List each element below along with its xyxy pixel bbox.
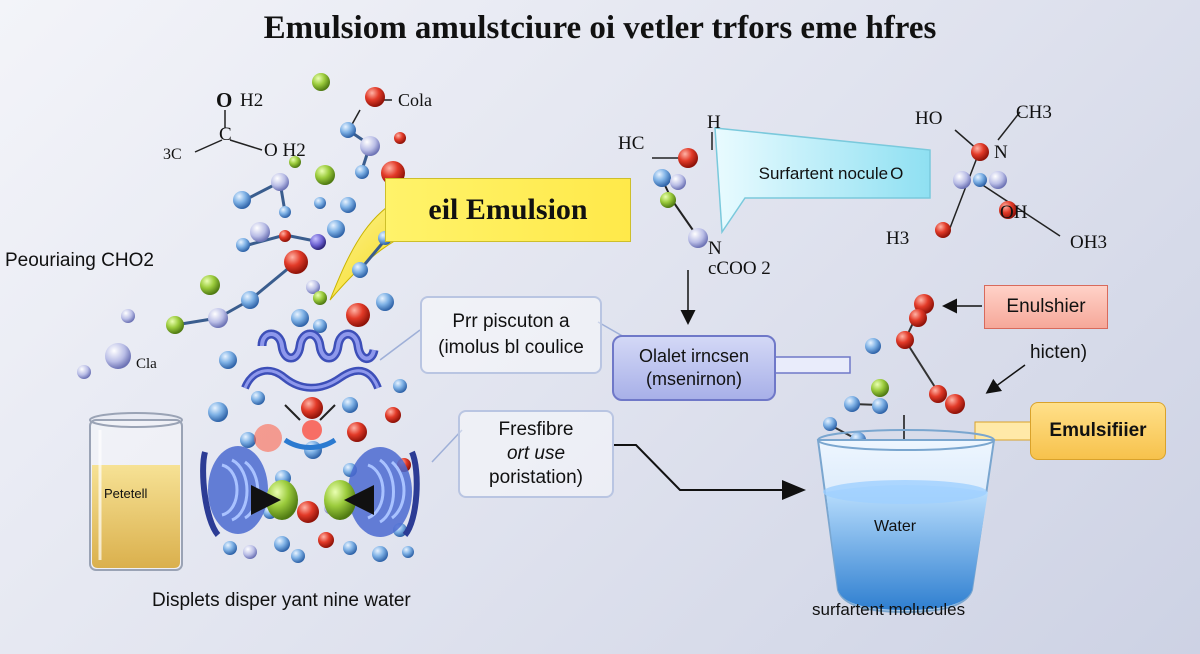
arrow-to-water xyxy=(612,444,790,491)
protein-structure xyxy=(200,329,420,537)
orange-connector xyxy=(974,421,1035,441)
water-label: Water xyxy=(874,518,917,535)
surfactant-molecule-label: Surfartent nocule O xyxy=(738,150,924,198)
mid-molecule xyxy=(652,132,713,325)
formula-cola: Cola xyxy=(398,90,432,110)
note-box-1-line1: Prr piscuton a xyxy=(452,311,570,332)
note-box-2-line3: poristation) xyxy=(489,467,583,488)
note-box-1-line2: (imolus bl coulice xyxy=(438,337,584,358)
right-molecule xyxy=(935,111,1061,238)
pill-connector xyxy=(769,356,851,374)
hicten-label: hicten) xyxy=(1030,342,1088,363)
cla-label: Cla xyxy=(136,356,157,372)
pill-box: Olalet irncsen (msenirnon) xyxy=(612,335,776,401)
side-label: Peouriaing CHO2 xyxy=(5,250,154,271)
surfactant-callout xyxy=(714,127,931,235)
note-box-1: Prr piscuton a (imolus bl coulice xyxy=(420,296,602,374)
arrow-hicten xyxy=(985,364,1026,394)
note-box-2: Fresfibre ort use poristation) xyxy=(458,410,614,498)
bottom-left-caption: Displets disper yant nine water xyxy=(152,590,411,611)
right-formula-ho: HO xyxy=(915,108,943,129)
formula-o: O xyxy=(216,88,233,112)
water-bowl xyxy=(816,429,996,614)
beaker xyxy=(89,412,183,571)
emulsifier-red-box: Enulshier xyxy=(984,285,1108,329)
bottom-right-caption: surfartent molucules xyxy=(812,600,966,619)
mid-formula-hc: HC xyxy=(618,133,645,154)
water-side-molecules xyxy=(823,294,965,463)
beaker-label: Petetell xyxy=(104,486,148,501)
note-box-2-line2: ort use xyxy=(506,443,566,464)
right-formula-oh: OH xyxy=(1000,202,1028,223)
formula-3c: 3C xyxy=(163,146,182,163)
formula-oh2: O H2 xyxy=(264,140,306,161)
diagram-title: Emulsiom amulstciure oi vetler trfors em… xyxy=(263,10,937,46)
oil-emulsion-label: eil Emulsion xyxy=(385,178,631,242)
emulsifier-orange-box: Emulsifiier xyxy=(1030,402,1166,460)
right-formula-ch3: CH3 xyxy=(1016,102,1052,123)
right-formula-h3: H3 xyxy=(886,228,910,249)
mid-formula-h: H xyxy=(707,112,721,133)
note-box-2-line1: Fresfibre xyxy=(498,419,574,440)
formula-h2: H2 xyxy=(240,90,264,111)
surfactant-label-text: Surfartent nocule xyxy=(758,164,889,183)
surfactant-label-suffix: O xyxy=(890,164,904,183)
left-molecule-bonds xyxy=(194,99,392,153)
formula-c: C xyxy=(219,124,232,145)
left-bonds-blue xyxy=(119,128,387,360)
right-formula-oh3: OH3 xyxy=(1070,232,1107,253)
mid-formula-n: N xyxy=(708,238,722,259)
pill-box-line2: (msenirnon) xyxy=(645,369,743,389)
right-formula-n: N xyxy=(994,142,1008,163)
pill-box-line1: Olalet irncsen xyxy=(638,346,750,366)
mid-formula-cooo: cCOO 2 xyxy=(708,258,771,279)
